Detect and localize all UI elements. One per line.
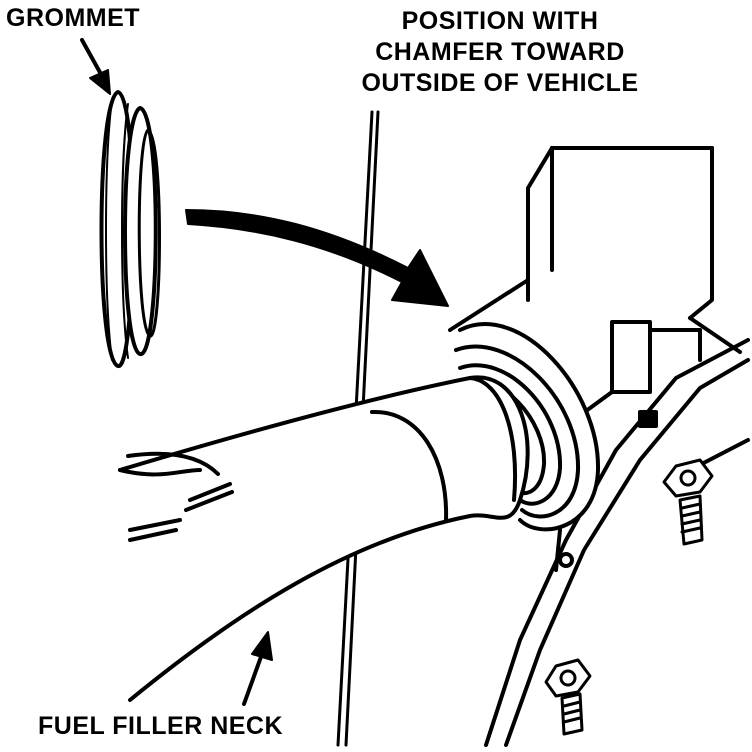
fuel-filler-neck-label: FUEL FILLER NECK	[38, 712, 284, 740]
grommet	[99, 90, 161, 369]
chamfer-position-note-line-2: CHAMFER TOWARD	[375, 38, 625, 66]
insertion-arrow	[185, 209, 449, 307]
grommet-label: GROMMET	[6, 4, 141, 32]
chamfer-position-note-line-1: POSITION WITH	[401, 7, 599, 35]
chamfer-position-note: POSITION WITH CHAMFER TOWARD OUTSIDE OF …	[330, 6, 670, 99]
grommet-leader-arrow	[80, 38, 111, 95]
bolt-upper	[662, 458, 714, 546]
installed-grommet	[454, 322, 601, 532]
chamfer-position-note-line-3: OUTSIDE OF VEHICLE	[361, 69, 639, 97]
bolt-lower	[544, 658, 592, 736]
mount-bracket	[448, 146, 742, 432]
filler-neck-tube	[118, 375, 530, 702]
fuel-filler-neck-leader-arrow	[242, 631, 273, 706]
